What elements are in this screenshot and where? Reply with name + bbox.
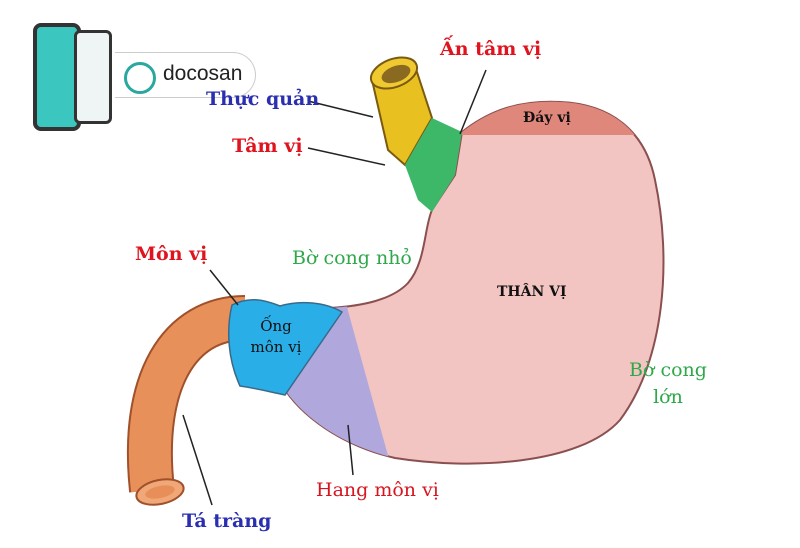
label-thuc-quan: Thực quản	[206, 88, 320, 110]
pyloric-canal	[228, 299, 344, 396]
docosan-logo-icon	[124, 62, 156, 94]
label-an-tam-vi: Ấn tâm vị	[440, 38, 542, 60]
label-bo-cong-lon: Bờ cong lớn	[629, 359, 707, 408]
phone-screen	[74, 30, 112, 124]
label-mon-vi: Môn vị	[135, 243, 208, 265]
label-ta-trang: Tá tràng	[182, 510, 272, 532]
label-than-vi: THÂN VỊ	[497, 284, 567, 300]
label-hang-mon-vi: Hang môn vị	[316, 479, 439, 501]
cardia	[405, 118, 462, 212]
label-ong-mon-vi: Ống môn vị	[250, 317, 302, 356]
label-tam-vi: Tâm vị	[232, 135, 303, 157]
brand-name: docosan	[163, 62, 243, 85]
label-day-vi: Đáy vị	[523, 110, 571, 126]
label-bo-cong-nho: Bờ cong nhỏ	[292, 247, 412, 269]
